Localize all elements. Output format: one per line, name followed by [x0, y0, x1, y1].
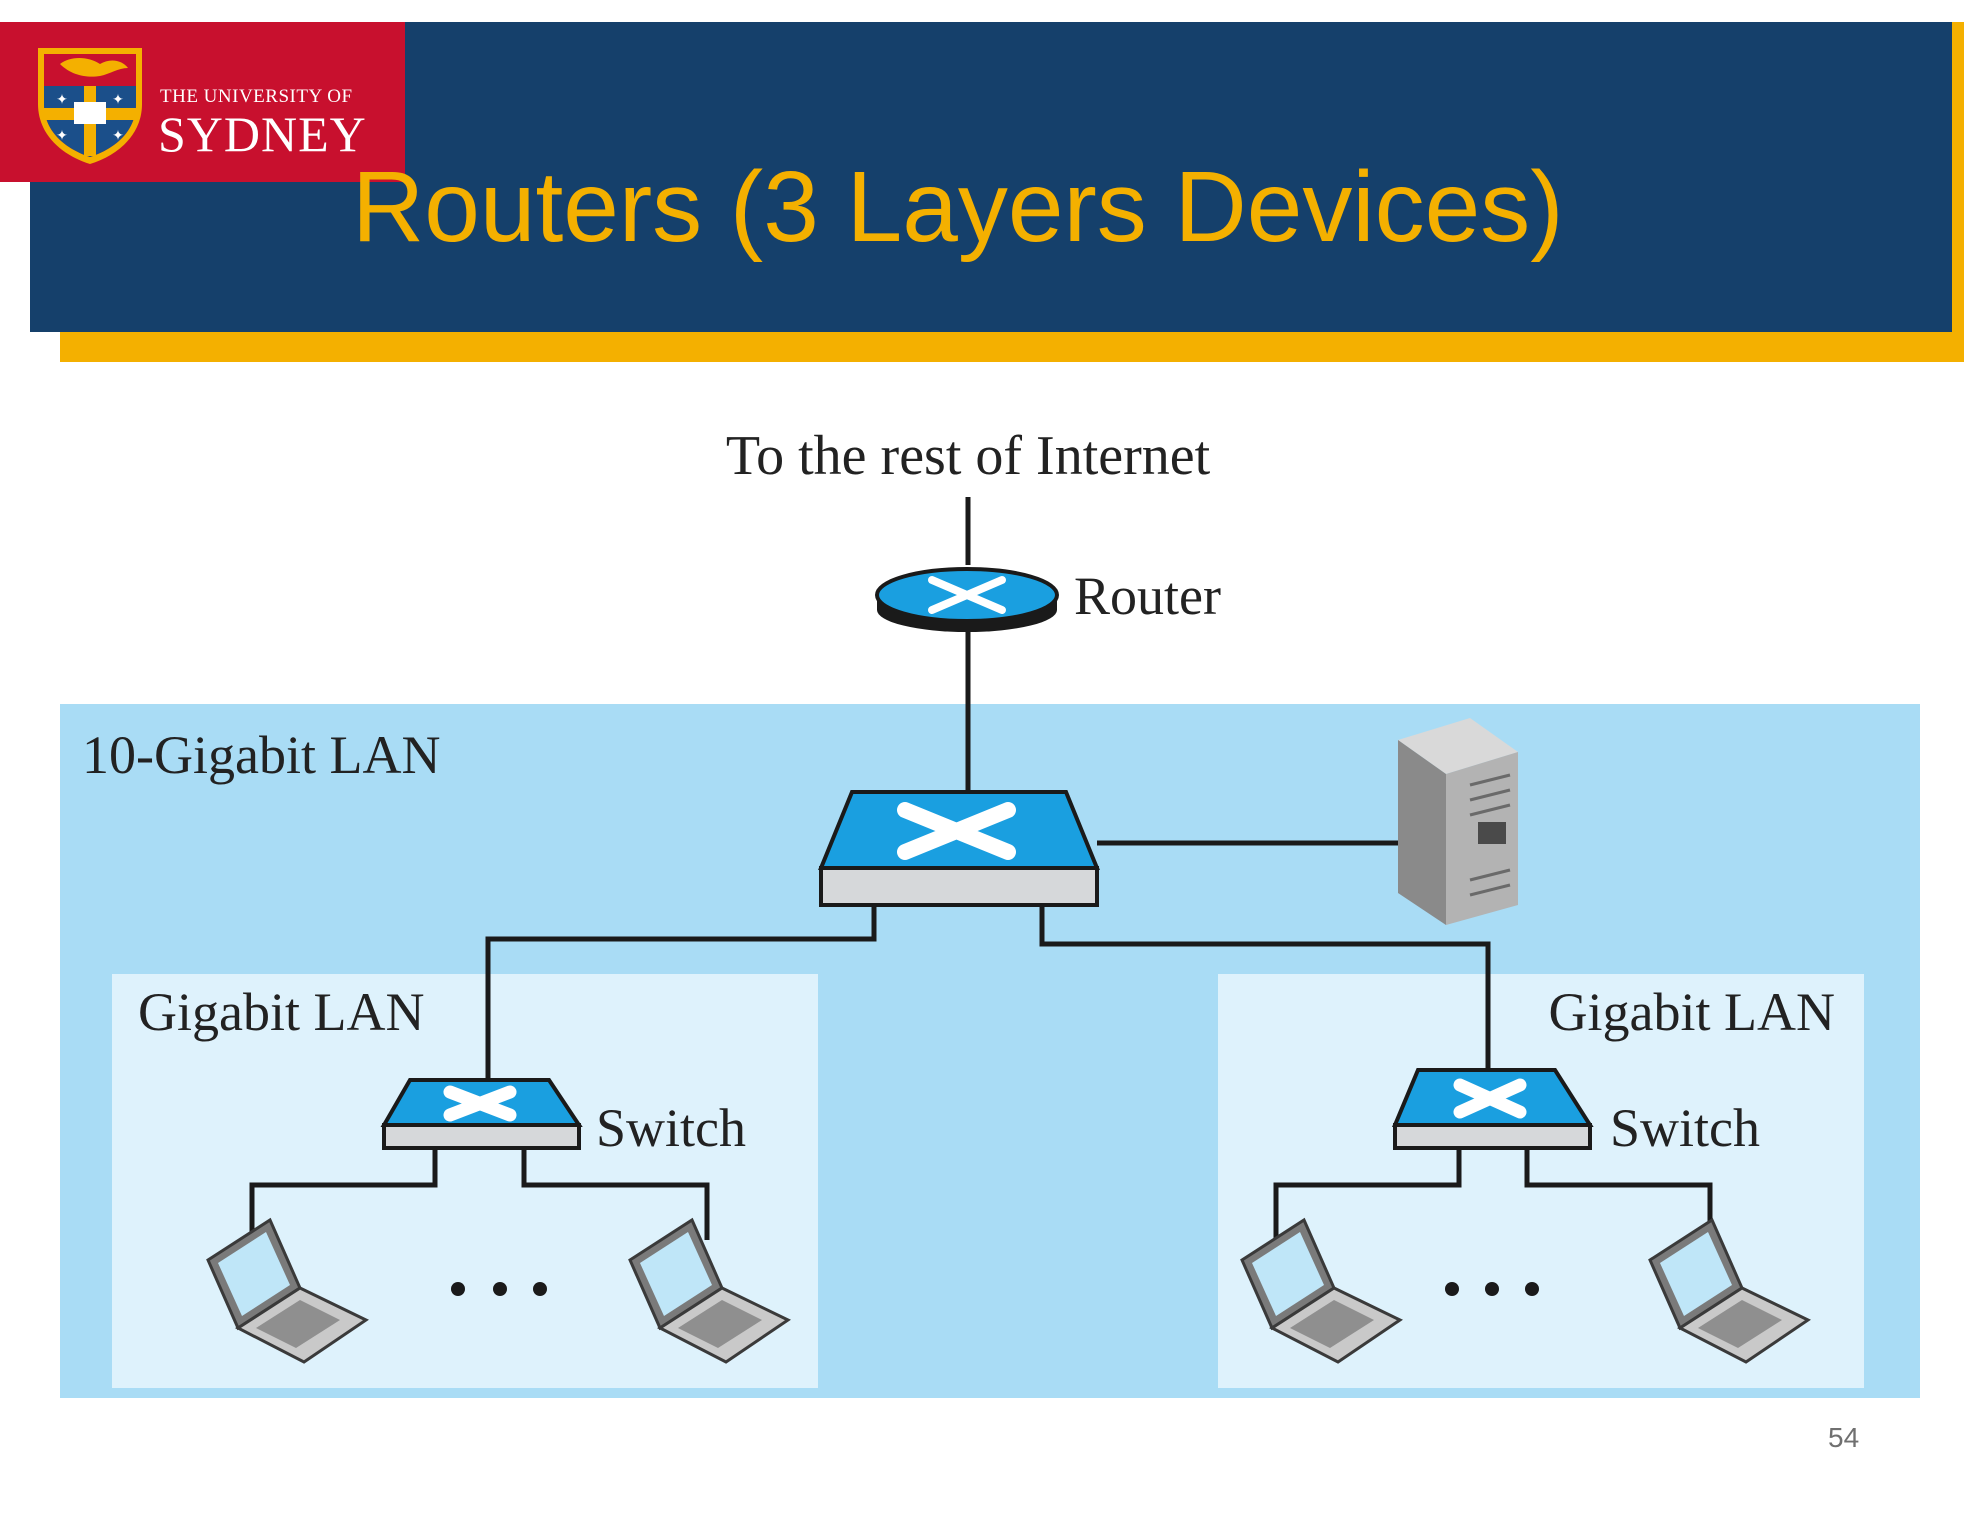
left-switch-label: Switch [596, 1098, 746, 1158]
slide-title: Routers (3 Layers Devices) [352, 151, 1564, 263]
ellipsis-icon [1445, 1282, 1539, 1296]
svg-text:✦: ✦ [56, 127, 68, 143]
ellipsis-icon [451, 1282, 547, 1296]
page-number: 54 [1828, 1422, 1860, 1453]
laptop-icon [1240, 1217, 1403, 1364]
accent-bar-right [1952, 22, 1964, 362]
svg-text:✦: ✦ [56, 91, 68, 107]
laptop-icon [628, 1217, 791, 1364]
router-icon [875, 567, 1059, 632]
accent-bar-bottom [60, 332, 1964, 362]
router-label: Router [1074, 566, 1221, 626]
logo-line-1: THE UNIVERSITY OF [160, 86, 353, 107]
university-logo: ✦ ✦ ✦ ✦ THE UNIVERSITY OF SYDNEY [0, 22, 405, 182]
right-lan-label: Gigabit LAN [1549, 982, 1835, 1042]
svg-text:✦: ✦ [112, 91, 124, 107]
right-switch-icon [1391, 1068, 1594, 1150]
backbone-switch-icon [818, 790, 1100, 907]
svg-text:✦: ✦ [112, 127, 124, 143]
internet-label: To the rest of Internet [726, 425, 1211, 487]
backbone-lan-label: 10-Gigabit LAN [82, 725, 440, 785]
server-icon [1398, 718, 1518, 925]
laptop-icon [1648, 1217, 1811, 1364]
laptop-icon [206, 1217, 369, 1364]
logo-line-2: SYDNEY [158, 106, 367, 162]
left-switch-icon [380, 1078, 583, 1150]
network-links [249, 497, 1713, 1240]
crest-icon: ✦ ✦ ✦ ✦ [38, 48, 142, 164]
right-switch-label: Switch [1610, 1098, 1760, 1158]
left-lan-label: Gigabit LAN [138, 982, 424, 1042]
